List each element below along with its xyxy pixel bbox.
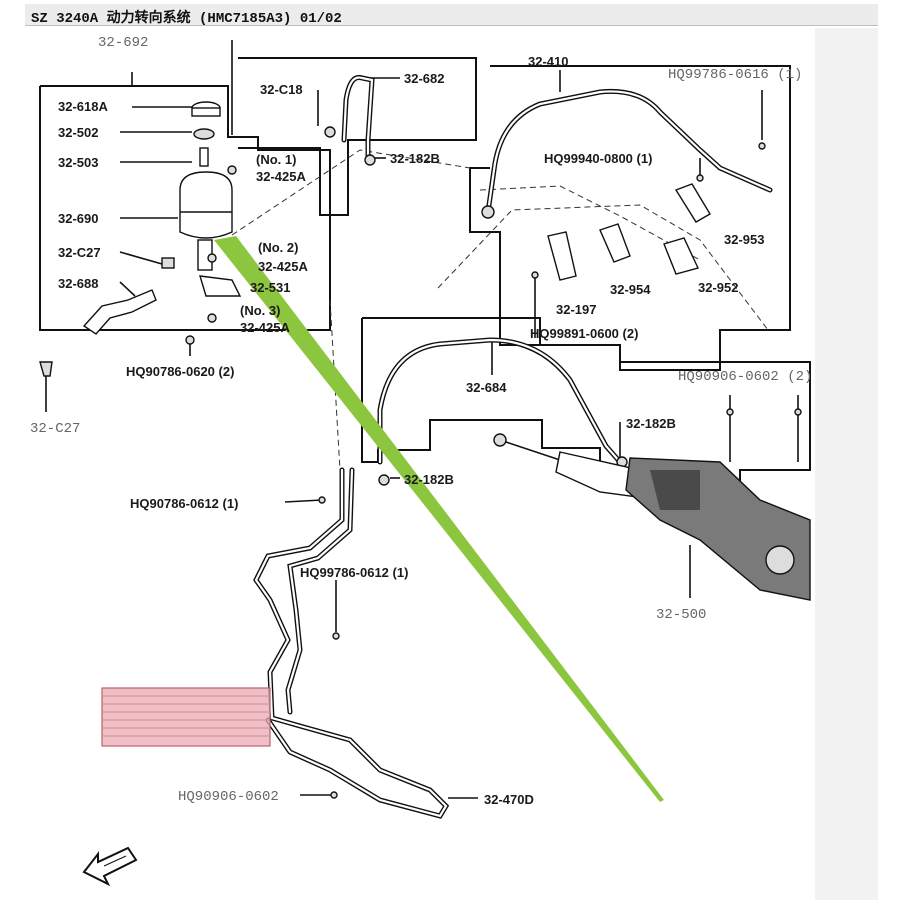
leader-C27 bbox=[119, 251, 163, 265]
direction-arrow-icon bbox=[82, 846, 138, 887]
bracket-197 bbox=[547, 231, 577, 281]
label-32-182B-2: 32-182B bbox=[626, 416, 676, 431]
label-no2: (No. 2) bbox=[258, 240, 298, 255]
bracket-688 bbox=[82, 289, 157, 335]
label-hq90786-0612: HQ90786-0612 (1) bbox=[130, 496, 238, 511]
label-32-182B-1: 32-182B bbox=[390, 151, 440, 166]
label-32-C18: 32-C18 bbox=[260, 82, 303, 97]
reservoir-cap-side bbox=[191, 107, 221, 117]
label-32-692: 32-692 bbox=[98, 35, 148, 51]
label-32-688: 32-688 bbox=[58, 276, 98, 291]
side-panel bbox=[815, 28, 878, 900]
label-32-425A-3: 32-425A bbox=[240, 320, 290, 335]
bolt-0612b bbox=[332, 632, 340, 640]
bolt-0602-1 bbox=[726, 408, 734, 416]
clip-C18 bbox=[324, 126, 336, 138]
label-32-C27: 32-C27 bbox=[58, 245, 101, 260]
label-32-503: 32-503 bbox=[58, 155, 98, 170]
bracket-954 bbox=[599, 223, 631, 263]
label-32-410: 32-410 bbox=[528, 54, 568, 69]
bolt-0600 bbox=[531, 271, 539, 279]
leader-0612a bbox=[284, 499, 323, 503]
bolt-0602-2 bbox=[794, 408, 802, 416]
label-hq90906-0602-b: HQ90906-0602 bbox=[178, 789, 279, 805]
bolt-0602b bbox=[330, 791, 338, 799]
label-hq99940-0800: HQ99940-0800 (1) bbox=[544, 151, 652, 166]
label-32-470D: 32-470D bbox=[484, 792, 534, 807]
label-32-618A: 32-618A bbox=[58, 99, 108, 114]
hose-410-inner bbox=[486, 90, 772, 214]
dash-line-4 bbox=[479, 185, 701, 261]
label-hq90906-0602-a: HQ90906-0602 (2) bbox=[678, 369, 812, 385]
bracket-952 bbox=[663, 237, 699, 275]
label-32-425A-1: 32-425A bbox=[256, 169, 306, 184]
reservoir-filter bbox=[199, 147, 209, 167]
bolt-0800 bbox=[696, 174, 704, 182]
label-32-C27b: 32-C27 bbox=[30, 421, 80, 437]
label-no1: (No. 1) bbox=[256, 152, 296, 167]
dash-line-2 bbox=[437, 204, 769, 331]
title-bar: SZ 3240A 动力转向系统 (HMC7185A3) 01/02 bbox=[25, 4, 878, 27]
cap-seal bbox=[193, 128, 215, 140]
hose-clamp-531 bbox=[199, 275, 242, 297]
label-32-502: 32-502 bbox=[58, 125, 98, 140]
label-32-500: 32-500 bbox=[656, 607, 706, 623]
nut-425A-3 bbox=[207, 313, 217, 323]
label-hq99786-0612: HQ99786-0612 (1) bbox=[300, 565, 408, 580]
bracket-953 bbox=[674, 183, 711, 223]
label-32-182B-3: 32-182B bbox=[404, 472, 454, 487]
clip-C27 bbox=[161, 257, 175, 269]
label-32-197: 32-197 bbox=[556, 302, 596, 317]
hose-470D-return-inner bbox=[286, 468, 354, 714]
tie-rod-left bbox=[499, 439, 561, 461]
nut-425A-1 bbox=[227, 165, 237, 175]
rack-pinion bbox=[765, 545, 795, 575]
fitting-410 bbox=[481, 205, 495, 219]
hose-470D-inner bbox=[254, 468, 448, 818]
green-pointer-line bbox=[214, 236, 664, 802]
label-hq90786-0620: HQ90786-0620 (2) bbox=[126, 364, 234, 379]
label-32-531: 32-531 bbox=[250, 280, 290, 295]
nut-425A-2 bbox=[207, 253, 217, 263]
rack-valve bbox=[650, 470, 700, 510]
dash-line-1 bbox=[231, 149, 471, 236]
tie-rod-end bbox=[493, 433, 507, 447]
bolt-0612a bbox=[318, 496, 326, 504]
label-hq99891-0600: HQ99891-0600 (2) bbox=[530, 326, 638, 341]
bolt-0616 bbox=[758, 142, 766, 150]
label-32-952: 32-952 bbox=[698, 280, 738, 295]
reservoir-box bbox=[39, 85, 331, 331]
right-upper-box bbox=[469, 65, 791, 371]
label-32-953: 32-953 bbox=[724, 232, 764, 247]
label-32-954: 32-954 bbox=[610, 282, 651, 297]
diagram-title: SZ 3240A 动力转向系统 (HMC7185A3) 01/02 bbox=[31, 11, 342, 27]
clip-C27b bbox=[39, 361, 53, 377]
label-no3: (No. 3) bbox=[240, 303, 280, 318]
hose-682-inner bbox=[342, 76, 374, 160]
label-hq99786-0616: HQ99786-0616 (1) bbox=[668, 67, 802, 83]
label-32-425A-2: 32-425A bbox=[258, 259, 308, 274]
reservoir-tank bbox=[179, 171, 233, 239]
hose-684-inner bbox=[378, 338, 622, 464]
pipe-box-top bbox=[238, 57, 477, 216]
highlight-hatch bbox=[102, 695, 270, 737]
label-32-690: 32-690 bbox=[58, 211, 98, 226]
clip-182B-3 bbox=[378, 474, 390, 486]
bolt-0620 bbox=[185, 335, 195, 345]
label-32-682: 32-682 bbox=[404, 71, 444, 86]
highlight-box bbox=[101, 687, 271, 747]
clip-182B-1 bbox=[364, 154, 376, 166]
label-32-684: 32-684 bbox=[466, 380, 507, 395]
leader-688 bbox=[119, 281, 136, 297]
